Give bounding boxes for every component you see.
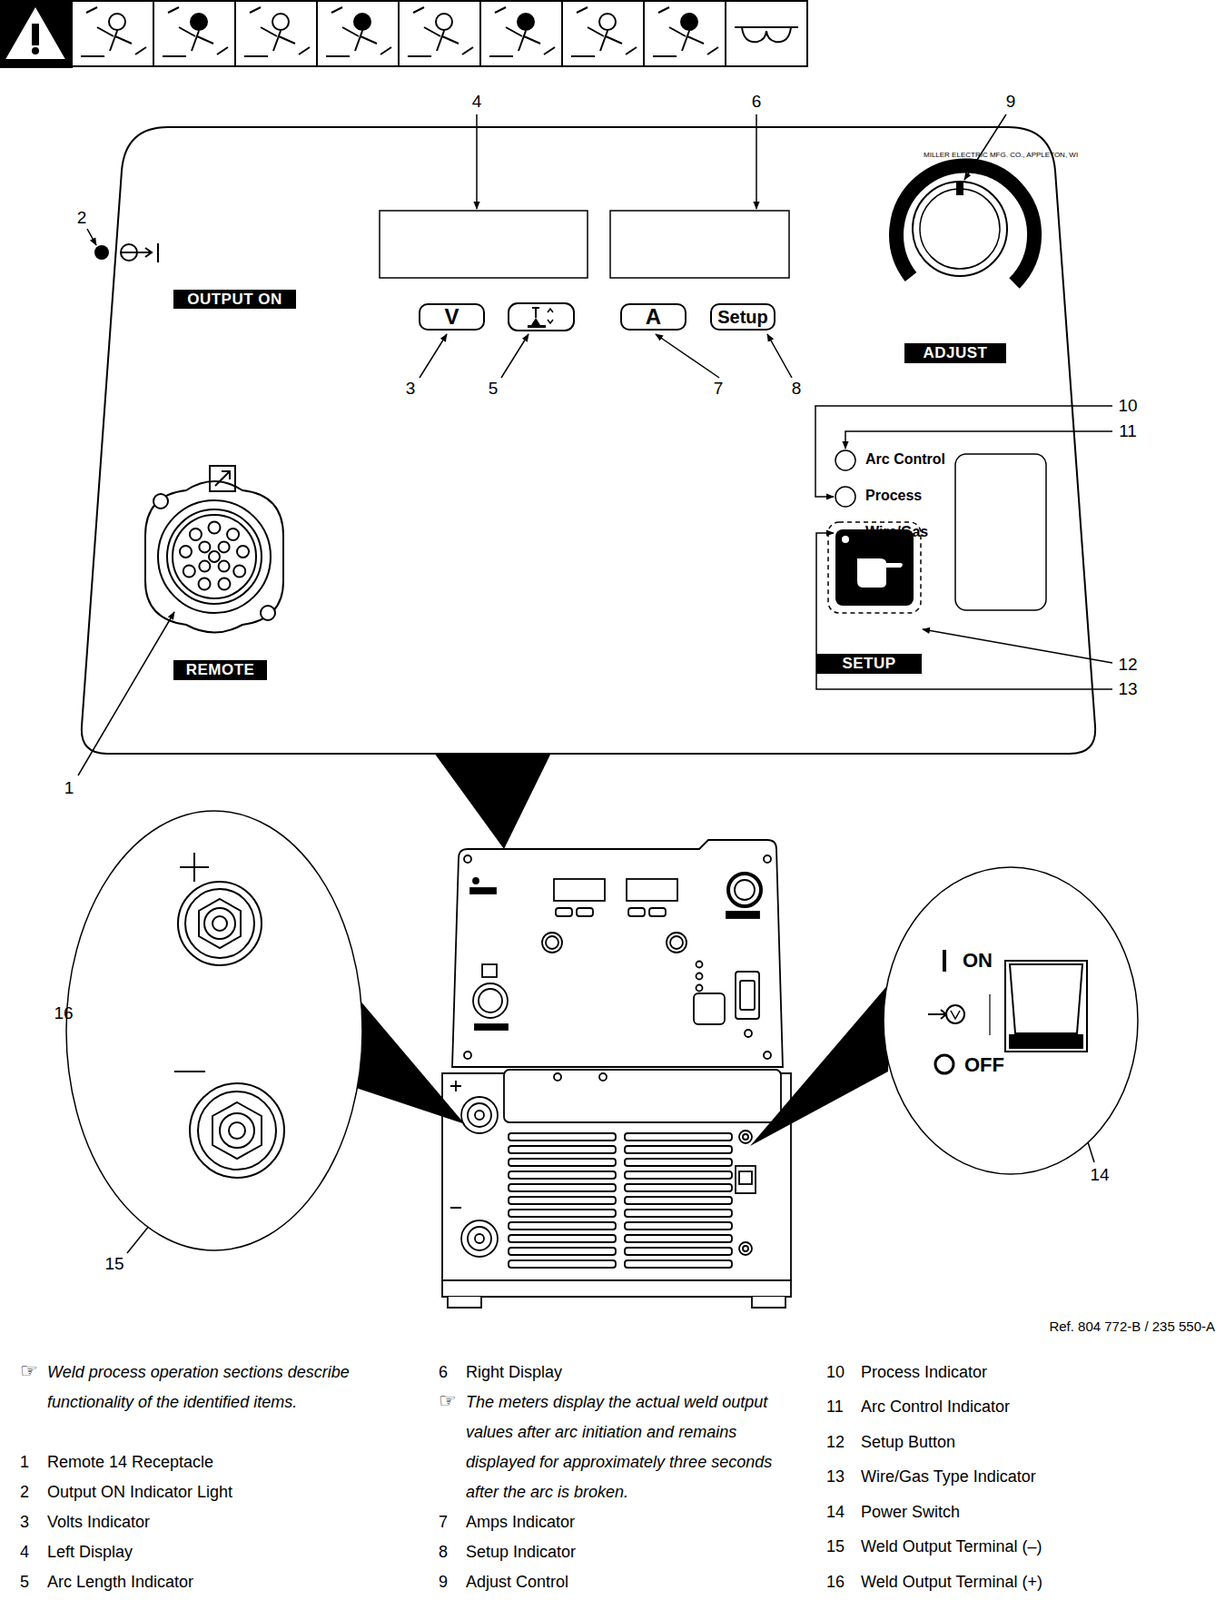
legend-number: 11 [826, 1397, 844, 1417]
legend-text: Setup Button [860, 1432, 956, 1453]
remote-receptacle [145, 481, 284, 633]
adjust-knob [896, 165, 1035, 284]
legend-text: Remote 14 Receptacle [47, 1452, 214, 1472]
legend-text: Process Indicator [860, 1363, 988, 1383]
callout-number: 5 [488, 378, 499, 399]
output-on-light [94, 245, 109, 260]
adjust-band: ADJUST [904, 343, 1007, 364]
legend-number: 7 [438, 1512, 448, 1532]
legend-text: Adjust Control [465, 1572, 569, 1592]
legend-number: 4 [19, 1542, 30, 1562]
output-on-symbol [120, 243, 159, 263]
legend-number: 12 [826, 1432, 845, 1453]
callout-number: 4 [472, 91, 483, 112]
note-text: Weld process operation sections describe… [47, 1357, 397, 1418]
callout-number: 1 [64, 778, 75, 799]
callout-number: 10 [1117, 395, 1137, 416]
legend-number: 10 [826, 1363, 845, 1383]
arc-length-button [508, 303, 574, 331]
setup-indicator-button: Setup [710, 303, 776, 331]
switch-label: ON [962, 948, 993, 972]
setup-button [835, 529, 914, 606]
switch-detail-ellipse [883, 867, 1138, 1175]
legend-text: Arc Length Indicator [47, 1572, 194, 1592]
callout-number: 2 [77, 207, 88, 228]
callout-number: 8 [791, 378, 802, 399]
callout-number: 7 [713, 378, 724, 399]
left-display [379, 210, 588, 278]
legend-text: Volts Indicator [47, 1512, 150, 1532]
note-text: The meters display the actual weld outpu… [465, 1387, 784, 1508]
legend-number: 16 [826, 1572, 845, 1592]
process-led [835, 486, 856, 507]
callout-number: 9 [1006, 91, 1017, 112]
callout-number: 13 [1117, 679, 1137, 700]
indicator-label: Arc Control [865, 451, 946, 468]
callout-number: 16 [53, 1003, 73, 1024]
right-display [610, 210, 790, 278]
legend-number: 2 [19, 1482, 30, 1502]
switch-label: OFF [964, 1053, 1005, 1077]
label-window [955, 454, 1047, 611]
indicator-label: Process [865, 487, 922, 504]
node-text: REMOTE [186, 661, 256, 680]
maker-text: MILLER ELECTRIC MFG. CO., APPLETON, WI [923, 150, 1078, 159]
legend-number: 3 [19, 1512, 30, 1532]
callout-number: 3 [405, 378, 416, 399]
node-text: ADJUST [922, 344, 988, 363]
legend-text: Output ON Indicator Light [47, 1482, 233, 1502]
legend-text: Wire/Gas Type Indicator [860, 1467, 1037, 1487]
legend-text: Right Display [465, 1363, 563, 1383]
node-text: Setup [717, 306, 769, 328]
output-on-band: OUTPUT ON [173, 289, 297, 309]
callout-wedge [434, 752, 552, 850]
legend-number: 14 [826, 1502, 845, 1522]
legend-number: 15 [826, 1537, 845, 1557]
legend-number: 13 [826, 1467, 845, 1487]
legend-text: Weld Output Terminal (+) [860, 1572, 1043, 1592]
callout-number: 11 [1118, 421, 1137, 442]
remote-band: REMOTE [173, 660, 267, 681]
note-icon: ☞ [438, 1389, 457, 1413]
node-text: A [645, 304, 662, 330]
arc-control-led [835, 450, 856, 471]
node-text: V [444, 304, 459, 330]
callout-number: 12 [1117, 654, 1137, 675]
node-text: SETUP [841, 654, 896, 673]
callout-wedge [750, 982, 890, 1146]
legend-number: 8 [438, 1542, 448, 1562]
safety-icons [0, 0, 808, 68]
power-switch [928, 949, 1087, 1074]
welder-machine [442, 839, 791, 1308]
legend-number: 9 [438, 1572, 448, 1592]
callout-number: 14 [1089, 1165, 1109, 1186]
weld-terminals [174, 852, 285, 1178]
callout-number: 6 [751, 91, 762, 112]
legend-number: 6 [438, 1363, 448, 1383]
legend-text: Power Switch [860, 1502, 960, 1522]
indicator-label: Wire/Gas [865, 523, 929, 541]
terminal-detail-ellipse [66, 810, 363, 1251]
callout-number: 15 [104, 1254, 124, 1275]
front-panel-outline [81, 127, 1096, 754]
legend-text: Setup Indicator [465, 1542, 576, 1562]
node-text: OUTPUT ON [187, 290, 283, 309]
legend-text: Amps Indicator [465, 1512, 575, 1532]
legend-text: Left Display [47, 1542, 133, 1562]
reference-number: Ref. 804 772-B / 235 550-A [1048, 1318, 1216, 1334]
legend-text: Weld Output Terminal (–) [860, 1537, 1042, 1557]
remote-icon [209, 465, 236, 492]
amps-button: A [620, 303, 687, 331]
legend-text: Arc Control Indicator [860, 1397, 1010, 1417]
legend-number: 1 [19, 1452, 30, 1472]
setup-band: SETUP [816, 653, 922, 674]
note-icon: ☞ [19, 1359, 39, 1383]
legend-number: 5 [19, 1572, 30, 1592]
volts-button: V [418, 303, 485, 331]
